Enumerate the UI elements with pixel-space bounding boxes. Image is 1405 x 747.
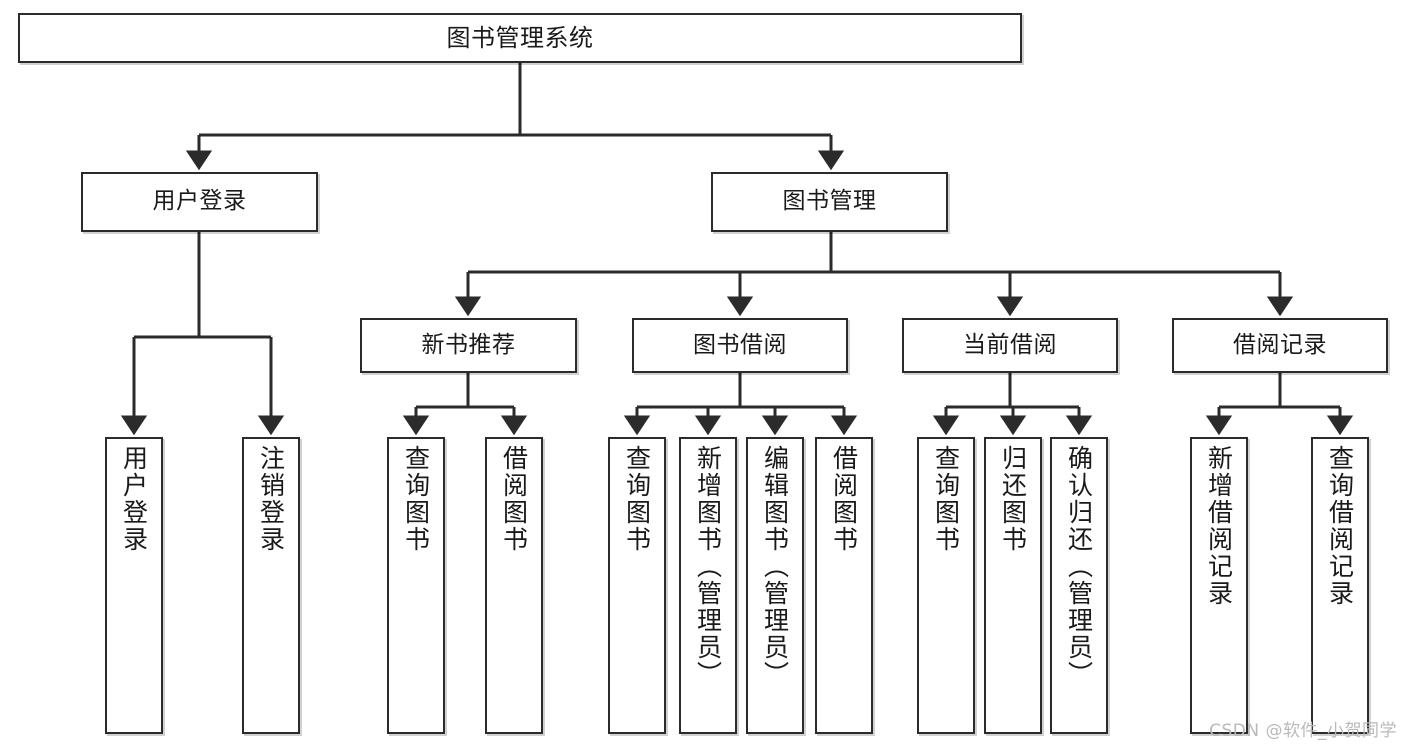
node-label: 查询图书 [401, 445, 431, 553]
leaf-return-books[interactable]: 归还图书 [984, 437, 1042, 734]
leaf-logout[interactable]: 注销登录 [242, 437, 300, 734]
node-root[interactable]: 图书管理系统 [18, 13, 1022, 63]
leaf-confirm-return-admin[interactable]: 确认归还（管理员） [1050, 437, 1108, 734]
leaf-query-books-current[interactable]: 查询图书 [917, 437, 975, 734]
node-borrowing-records[interactable]: 借阅记录 [1172, 318, 1388, 373]
node-label: 查询借阅记录 [1325, 445, 1355, 607]
node-label: 当前借阅 [963, 331, 1057, 358]
node-label: 新书推荐 [421, 331, 516, 358]
node-label: 借阅图书 [829, 445, 859, 553]
node-label: 借阅记录 [1233, 331, 1327, 358]
node-label: 用户登录 [152, 188, 247, 215]
node-user-login[interactable]: 用户登录 [81, 172, 318, 232]
node-label: 图书管理 [782, 188, 877, 215]
node-current-borrowing[interactable]: 当前借阅 [902, 318, 1118, 373]
node-label: 新增图书（管理员） [693, 445, 723, 688]
leaf-edit-book-admin[interactable]: 编辑图书（管理员） [746, 437, 804, 734]
node-label: 查询图书 [931, 445, 961, 553]
leaf-query-books-borrowing[interactable]: 查询图书 [608, 437, 666, 734]
node-label: 用户登录 [119, 445, 149, 553]
leaf-borrow-books-recommendation[interactable]: 借阅图书 [485, 437, 543, 734]
node-new-book-recommendation[interactable]: 新书推荐 [360, 318, 577, 373]
node-label: 查询图书 [622, 445, 652, 553]
node-label: 图书管理系统 [446, 23, 594, 52]
leaf-user-login[interactable]: 用户登录 [105, 437, 163, 734]
leaf-add-borrow-record[interactable]: 新增借阅记录 [1190, 437, 1248, 734]
watermark: CSDN @软件_小贺同学 [1209, 721, 1397, 741]
node-book-borrowing[interactable]: 图书借阅 [632, 318, 848, 373]
node-label: 图书借阅 [693, 331, 787, 358]
node-label: 注销登录 [256, 445, 286, 553]
leaf-add-book-admin[interactable]: 新增图书（管理员） [679, 437, 737, 734]
node-label: 确认归还（管理员） [1064, 445, 1094, 688]
node-label: 借阅图书 [499, 445, 529, 553]
node-label: 编辑图书（管理员） [760, 445, 790, 688]
node-label: 新增借阅记录 [1204, 445, 1234, 607]
leaf-borrow-books-borrowing[interactable]: 借阅图书 [815, 437, 873, 734]
node-label: 归还图书 [998, 445, 1028, 553]
leaf-query-borrow-record[interactable]: 查询借阅记录 [1311, 437, 1369, 734]
leaf-query-books-recommendation[interactable]: 查询图书 [387, 437, 445, 734]
node-book-management[interactable]: 图书管理 [711, 172, 948, 232]
